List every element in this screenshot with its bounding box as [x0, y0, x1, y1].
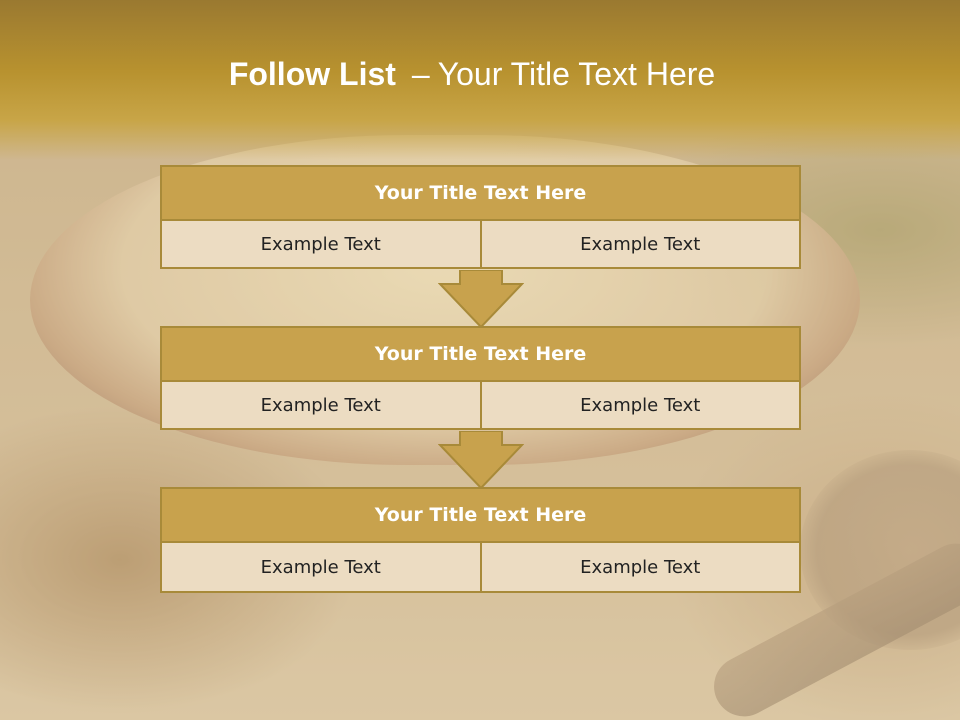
step-3: Your Title Text Here Example Text Exampl…	[160, 487, 801, 593]
step-1-row: Example Text Example Text	[160, 221, 801, 269]
step-3-cell-left: Example Text	[160, 543, 482, 593]
title-band	[0, 0, 960, 160]
step-3-row: Example Text Example Text	[160, 543, 801, 593]
title-dash: –	[411, 56, 430, 92]
step-3-cell-right: Example Text	[481, 543, 801, 593]
step-1-cell-right: Example Text	[481, 221, 801, 269]
title-rest: Your Title Text Here	[437, 56, 716, 92]
step-1: Your Title Text Here Example Text Exampl…	[160, 165, 801, 269]
title-bold: Follow List	[228, 56, 396, 92]
step-1-cell-left: Example Text	[160, 221, 482, 269]
step-2-row: Example Text Example Text	[160, 382, 801, 430]
down-arrow-icon	[438, 270, 524, 328]
step-2-cell-left: Example Text	[160, 382, 482, 430]
step-3-title: Your Title Text Here	[160, 487, 801, 543]
step-2-cell-right: Example Text	[481, 382, 801, 430]
step-2: Your Title Text Here Example Text Exampl…	[160, 326, 801, 430]
step-2-title: Your Title Text Here	[160, 326, 801, 382]
page-title: Follow List–Your Title Text Here	[0, 56, 944, 93]
down-arrow-icon	[438, 431, 524, 489]
step-1-title: Your Title Text Here	[160, 165, 801, 221]
